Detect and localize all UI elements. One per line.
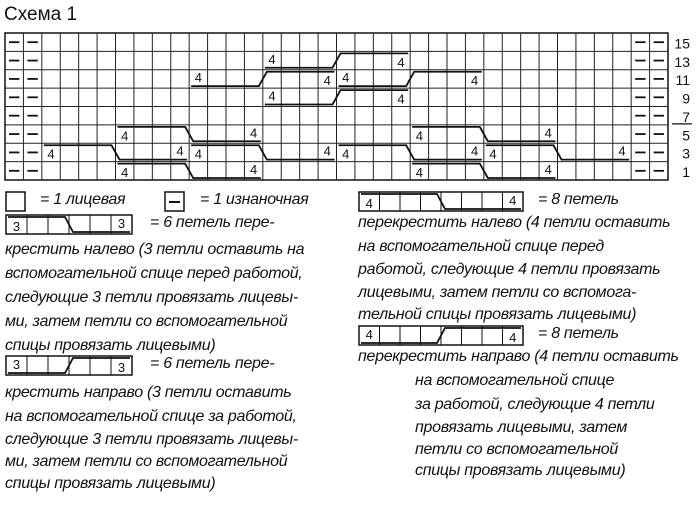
cable-label-end: 4 — [471, 73, 478, 88]
cable-label-start: 4 — [342, 70, 349, 85]
legend-line: спицы провязать лицевыми) — [415, 462, 626, 479]
cable-label-end: 4 — [471, 144, 478, 159]
row-number: 11 — [675, 72, 690, 88]
cable-label-end: 4 — [250, 125, 257, 140]
cable-line — [485, 144, 630, 161]
legend-line: ми, затем петли со вспомогательной — [5, 313, 288, 330]
cable-line — [117, 162, 261, 179]
cable-line — [117, 125, 261, 143]
cable-label-start: 4 — [366, 196, 373, 211]
legend-line: следующие 3 петли провязать лицевы- — [5, 289, 298, 306]
row-number: 15 — [674, 35, 690, 51]
cable-label-end: 4 — [324, 144, 331, 159]
legend-knit: = 1 лицевая — [40, 191, 126, 208]
row-number: 9 — [682, 91, 690, 107]
cable-line — [412, 162, 556, 179]
cable-line — [191, 70, 335, 88]
cable-label-start: 4 — [489, 147, 496, 162]
legend-line: ми, затем петли со вспомогательной — [5, 453, 288, 470]
legend-line: = 6 петель пере- — [150, 214, 275, 231]
cable-line — [264, 52, 409, 69]
legend-line: провязать лицевыми, затем — [415, 419, 628, 436]
cable-label-start: 4 — [342, 147, 349, 162]
cable-label-end: 4 — [509, 193, 516, 208]
cable-label-end: 4 — [545, 125, 552, 140]
cable-label-end: 3 — [118, 360, 125, 375]
cable-label-start: 3 — [13, 219, 20, 234]
row-number: 13 — [674, 54, 690, 70]
legend-line: за работой, следующие 4 петли — [415, 396, 655, 413]
cable-line — [8, 216, 130, 233]
cable-label-end: 4 — [618, 144, 625, 159]
cable-line — [43, 144, 188, 161]
legend-line: на вспомогательной спице — [415, 372, 615, 389]
cable-line — [338, 144, 482, 161]
legend-line: перекрестить направо (4 петли оставить — [358, 348, 679, 365]
cable-label-start: 4 — [121, 128, 128, 143]
legend-line: крестить налево (3 петли оставить на — [5, 241, 305, 258]
cable-label-start: 4 — [416, 165, 423, 180]
legend-line: на вспомогательной спице перед — [358, 238, 604, 255]
cable-label-start: 3 — [13, 357, 20, 372]
cable-label-end: 4 — [397, 92, 404, 107]
cable-label-start: 4 — [268, 52, 275, 67]
row-number: 3 — [682, 146, 690, 162]
row-number: 5 — [682, 127, 690, 143]
cable-line — [338, 70, 482, 88]
legend-line: работой, следующие 4 петли провязать — [358, 261, 661, 278]
cable-label-start: 4 — [47, 147, 54, 162]
cable-label-end: 4 — [545, 162, 552, 177]
chart-title: Схема 1 — [4, 4, 78, 25]
cable-line — [361, 327, 521, 344]
legend-purl: = 1 изнаночная — [200, 191, 309, 208]
cable-line — [8, 357, 130, 374]
legend-line: петли со вспомогательной — [415, 441, 618, 458]
row-number: 7 — [682, 109, 690, 125]
cable-line — [191, 144, 335, 161]
cable-line — [412, 125, 556, 143]
knit-symbol — [5, 191, 26, 212]
legend-line: крестить направо (3 петли оставить — [5, 384, 292, 401]
legend-line: перекрестить налево (4 петли оставить — [358, 214, 671, 231]
legend-line: тельной спицы провязать лицевыми) — [358, 306, 637, 323]
cable-label-start: 4 — [416, 128, 423, 143]
cable-label-start: 4 — [268, 89, 275, 104]
legend-line: вспомогательной спице перед работой, — [5, 265, 303, 282]
legend-line: спицы провязать лицевыми) — [5, 475, 216, 492]
cable-label-start: 4 — [195, 147, 202, 162]
legend-line: = 8 петель — [538, 191, 619, 208]
legend-line: на вспомогательной спице за работой, — [5, 408, 297, 425]
legend-line: = 6 петель пере- — [150, 355, 275, 372]
cable-label-end: 4 — [250, 162, 257, 177]
cable-label-start: 4 — [366, 327, 373, 342]
cable-label-end: 4 — [509, 330, 516, 345]
cable-label-end: 4 — [176, 144, 183, 159]
row-number: 1 — [682, 164, 690, 180]
cable-label-end: 3 — [118, 216, 125, 231]
cable-label-start: 4 — [195, 70, 202, 85]
cable-label-end: 4 — [397, 55, 404, 70]
cable-label-end: 4 — [324, 73, 331, 88]
cable-label-start: 4 — [121, 165, 128, 180]
cable-line — [361, 193, 521, 210]
purl-symbol — [164, 191, 185, 212]
legend-line: лицевыми, затем петли со вспомога- — [358, 284, 636, 301]
cable-line — [264, 89, 409, 106]
legend-line: спицы провязать лицевыми) — [5, 337, 216, 354]
legend-line: следующие 3 петли провязать лицевы- — [5, 431, 298, 448]
legend-line: = 8 петель — [538, 325, 619, 342]
